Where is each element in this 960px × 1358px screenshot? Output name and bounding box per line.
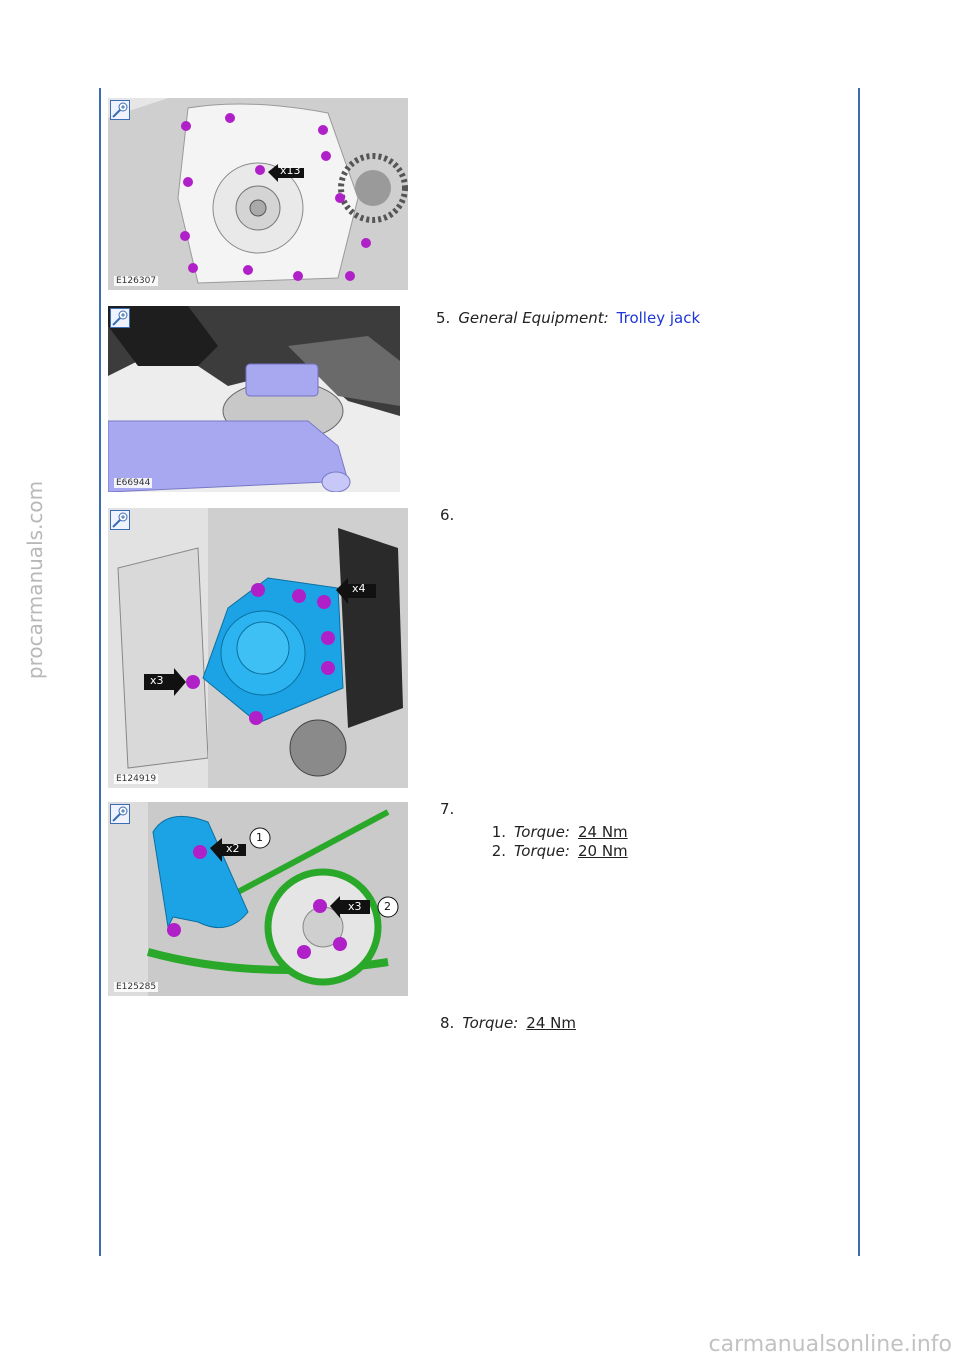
zoom-in-icon[interactable] [110, 100, 130, 120]
right-margin-line [858, 88, 860, 1256]
figure-id: E66944 [114, 478, 153, 488]
zoom-in-icon[interactable] [110, 308, 130, 328]
trolley-jack-link[interactable]: Trolley jack [616, 309, 701, 327]
substep-number: 1. [491, 823, 506, 841]
step-5: 5. General Equipment: Trolley jack [436, 309, 700, 327]
step-number: 8. [440, 1014, 455, 1032]
figure-id: E126307 [114, 276, 159, 286]
side-watermark: procarmanuals.com [23, 480, 47, 680]
engine-front-cover-illustration [108, 98, 408, 290]
figure-e126307: x13 E126307 [108, 98, 408, 290]
step-label: Torque: [462, 1014, 519, 1032]
step-8: 8. Torque: 24 Nm [440, 1014, 576, 1032]
step-number: 7. [440, 800, 455, 818]
callout-1: 1 [256, 831, 263, 844]
step-number: 5. [436, 309, 451, 327]
figure-id: E124919 [114, 774, 159, 784]
substep-label: Torque: [514, 842, 570, 860]
engine-mount-illustration [108, 508, 408, 788]
figure-e125285: x2 1 x3 2 E125285 [108, 802, 408, 996]
figure-e124919: x4 x3 E124919 [108, 508, 408, 788]
left-margin-line [99, 88, 101, 1256]
step-number: 6. [440, 506, 455, 524]
callout-x3: x3 [150, 674, 164, 687]
callout-x13: x13 [280, 164, 301, 177]
callout-2: 2 [384, 900, 391, 913]
substep-7-1: 1. Torque: 24 Nm [486, 823, 628, 841]
torque-value[interactable]: 24 Nm [577, 823, 628, 841]
step-label: General Equipment: [458, 309, 609, 327]
bottom-watermark: carmanualsonline.info [708, 1332, 952, 1357]
callout-x3: x3 [348, 900, 362, 913]
substep-label: Torque: [514, 823, 570, 841]
drive-belt-tensioner-illustration [108, 802, 408, 996]
torque-value[interactable]: 24 Nm [526, 1014, 576, 1032]
figure-e66944: E66944 [108, 306, 400, 492]
substep-number: 2. [491, 842, 506, 860]
torque-value[interactable]: 20 Nm [577, 842, 628, 860]
substep-7-2: 2. Torque: 20 Nm [486, 842, 628, 860]
zoom-in-icon[interactable] [110, 804, 130, 824]
callout-x2: x2 [226, 842, 240, 855]
zoom-in-icon[interactable] [110, 510, 130, 530]
figure-id: E125285 [114, 982, 159, 992]
step-6: 6. [440, 506, 454, 524]
trolley-jack-illustration [108, 306, 400, 492]
callout-x4: x4 [352, 582, 366, 595]
step-7: 7. [440, 800, 454, 818]
